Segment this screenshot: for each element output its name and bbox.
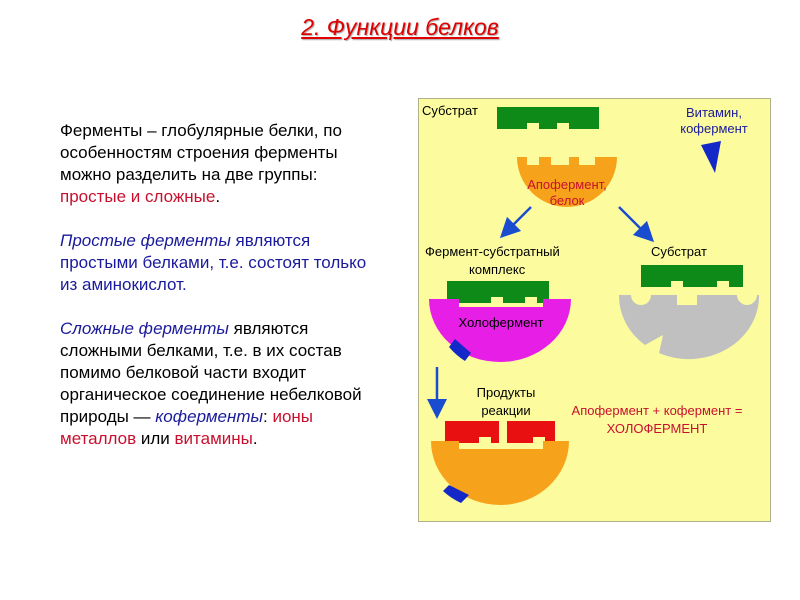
apoenzyme-shape: [517, 157, 617, 207]
enzyme-diagram-svg: Субстрат Витамин, кофермент Апофермент, …: [422, 103, 760, 505]
complex-enzymes-term: Сложные ферменты: [60, 319, 229, 338]
metal-ions-term: ионы металлов: [60, 407, 314, 448]
p3-text: являются сложными белками, т.е. в их сос…: [60, 319, 362, 426]
complex-label-1: Фермент-субстратный: [425, 244, 560, 259]
vitamin-label-1: Витамин,: [686, 105, 742, 120]
p3-or: или: [136, 429, 175, 448]
paragraph-enzymes: Ферменты – глобулярные белки, по особенн…: [42, 120, 382, 208]
equation-label-2: ХОЛОФЕРМЕНТ: [607, 421, 708, 436]
paragraph-complex: Сложные ферменты являются сложными белка…: [42, 318, 382, 450]
coenzyme-products-shape: [443, 485, 469, 503]
substrate-right-shape: [641, 265, 743, 287]
enzyme-diagram: Субстрат Витамин, кофермент Апофермент, …: [418, 98, 771, 522]
holoenzyme-orange-shape: [431, 441, 569, 505]
simple-enzymes-term: Простые ферменты: [60, 231, 231, 250]
p2-text: являются простыми белками, т.е. состоят …: [60, 231, 367, 294]
gray-enzyme-shape: [618, 295, 760, 360]
complex-label-2: комплекс: [469, 262, 526, 277]
substrate-right-label: Субстрат: [651, 244, 707, 259]
apoenzyme-label-1: Апофермент,: [527, 177, 607, 192]
p1-end: .: [215, 187, 221, 206]
products-label-1: Продукты: [477, 385, 536, 400]
coenzyme-complex-shape: [449, 339, 471, 361]
products-label-2: реакции: [481, 403, 530, 418]
p3-colon: :: [263, 407, 273, 426]
product-right-shape: [507, 421, 555, 443]
vitamin-label-2: кофермент: [680, 121, 748, 136]
coenzyme-top-shape: [701, 141, 721, 173]
p1-text: Ферменты – глобулярные белки, по особенн…: [60, 121, 342, 184]
apoenzyme-label-2: белок: [550, 193, 585, 208]
substrate-top-shape: [497, 107, 599, 129]
description-text: Ферменты – глобулярные белки, по особенн…: [42, 120, 382, 472]
holoenzyme-shape: [429, 299, 571, 362]
arrow-to-complex: [499, 206, 532, 239]
paragraph-simple: Простые ферменты являются простыми белка…: [42, 230, 382, 296]
complex-substrate-shape: [447, 281, 549, 303]
p1-highlight: простые и сложные: [60, 187, 216, 206]
vitamins-term: витамины: [174, 429, 253, 448]
arrow-to-substrate: [618, 206, 655, 243]
product-left-shape: [445, 421, 499, 443]
substrate-top-label: Субстрат: [422, 103, 478, 118]
p3-end: .: [252, 429, 258, 448]
holoenzyme-label: Холофермент: [459, 315, 544, 330]
coenzymes-term: коферменты: [155, 407, 264, 426]
equation-label-1: Апофермент + кофермент =: [572, 403, 743, 418]
page-title: 2. Функции белков: [301, 14, 499, 40]
